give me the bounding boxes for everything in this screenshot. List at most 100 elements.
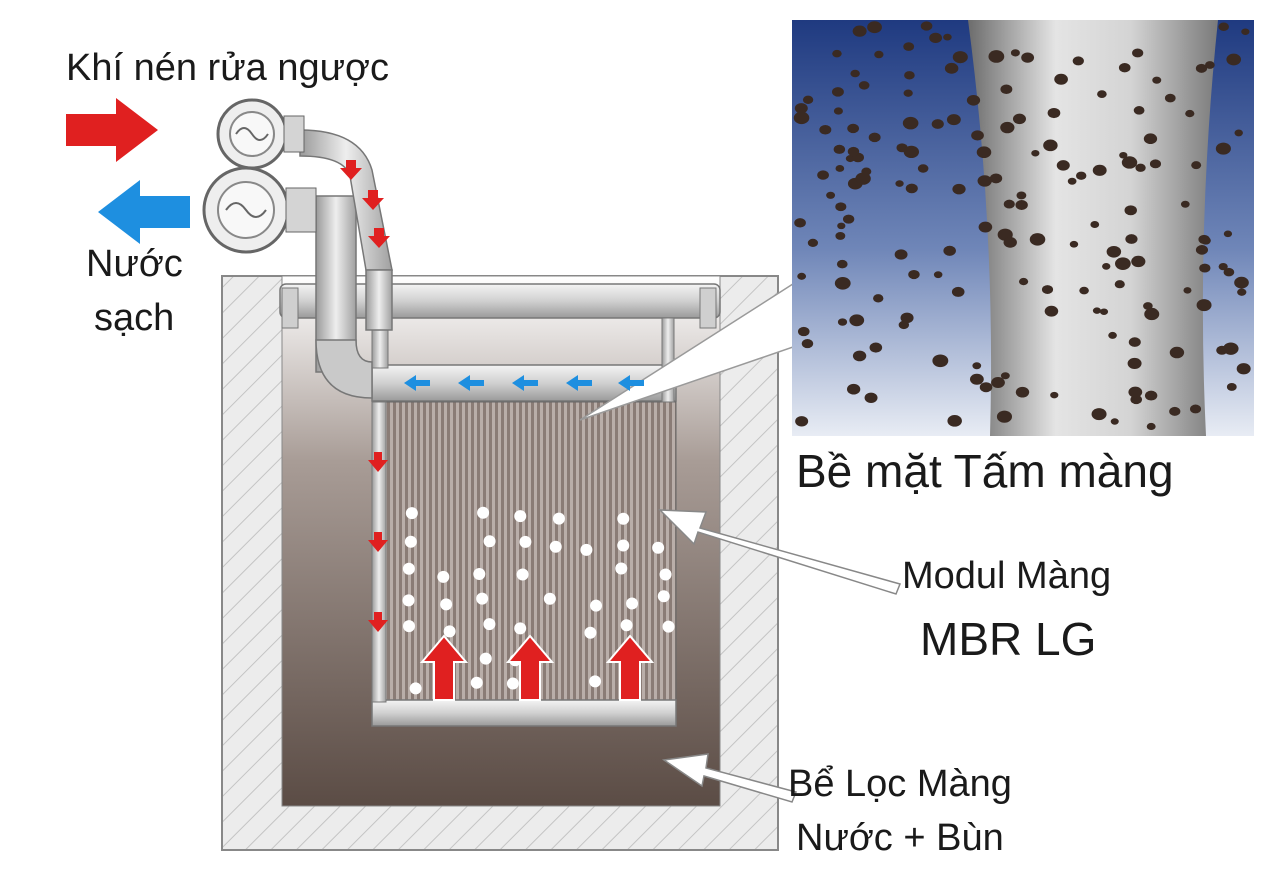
sludge-particle: [835, 231, 846, 240]
sludge-particle: [1234, 129, 1243, 137]
sludge-particle: [1003, 199, 1015, 209]
sludge-particle: [905, 183, 918, 194]
sludge-particle: [1218, 22, 1229, 31]
sludge-particle: [1169, 346, 1185, 359]
sludge-particle: [943, 33, 952, 41]
sludge-particle: [1015, 386, 1030, 398]
sludge-particle: [1183, 287, 1192, 294]
sludge-particle: [847, 146, 860, 157]
bubble-icon: [617, 512, 630, 525]
bubble-icon: [662, 620, 675, 633]
sludge-particle: [1195, 63, 1208, 73]
sludge-particle: [1102, 263, 1111, 270]
sludge-particle: [1215, 142, 1231, 155]
sludge-particle: [1021, 52, 1035, 63]
sludge-particle: [989, 173, 1003, 184]
sludge-particle: [1199, 263, 1211, 273]
tank-label-line2: Nước + Bùn: [796, 817, 1004, 859]
bubble-icon: [580, 543, 593, 556]
sludge-particle: [849, 314, 865, 327]
bubble-icon: [402, 594, 415, 607]
sludge-particle: [797, 272, 807, 280]
sludge-particle: [837, 318, 848, 326]
sludge-particle: [943, 245, 956, 256]
bubble-icon: [589, 675, 602, 688]
bubble-icon: [440, 598, 453, 611]
sludge-particle: [1164, 93, 1176, 103]
bubble-icon: [404, 535, 417, 548]
sludge-particle: [832, 49, 842, 58]
sludge-particle: [833, 144, 846, 154]
bubble-icon: [437, 570, 450, 583]
sludge-particle: [988, 50, 1005, 63]
sludge-particle: [900, 312, 914, 324]
sludge-particle: [1191, 161, 1202, 170]
sludge-particle: [929, 32, 943, 44]
sludge-particle: [793, 111, 810, 125]
bubble-icon: [543, 592, 556, 605]
permeate-flow-arrows: [404, 375, 644, 391]
sludge-particle: [946, 114, 961, 126]
sludge-particle: [903, 42, 915, 51]
sludge-particle: [903, 89, 913, 97]
sludge-particle: [996, 410, 1012, 423]
sludge-particle: [895, 180, 904, 187]
bubble-icon: [552, 512, 565, 525]
sludge-particle: [867, 21, 882, 34]
valve-icon: [216, 98, 305, 170]
sludge-particle: [1185, 109, 1195, 118]
bubble-icon: [514, 622, 527, 635]
bubble-icon: [477, 506, 490, 519]
sludge-particle: [869, 342, 883, 353]
sludge-particle: [1092, 307, 1101, 314]
bubble-icon: [403, 620, 416, 633]
bubble-icon: [549, 540, 562, 553]
sludge-particle: [837, 222, 846, 230]
sludge-particle: [1180, 200, 1190, 208]
sludge-particle: [1047, 107, 1061, 119]
bubble-icon: [483, 535, 496, 548]
sludge-particle: [801, 339, 814, 349]
sludge-particle: [966, 94, 981, 106]
sludge-particle: [1067, 177, 1077, 185]
bubble-icon: [615, 562, 628, 575]
sludge-particle: [1003, 237, 1017, 248]
sludge-particle: [1012, 113, 1026, 125]
sludge-particle: [1200, 236, 1211, 245]
sludge-particle: [976, 146, 992, 159]
sludge-particle: [971, 130, 984, 141]
sludge-particle: [1010, 49, 1020, 57]
bubble-icon: [584, 626, 597, 639]
tank-label-line1: Bể Lọc Màng: [788, 763, 1012, 805]
sludge-particle: [904, 71, 915, 80]
sludge-particle: [834, 276, 851, 290]
air-up-arrow-icon: [605, 634, 655, 701]
air-up-arrow-icon: [505, 634, 555, 701]
bubble-icon: [409, 682, 422, 695]
sludge-particle: [1143, 133, 1158, 145]
sludge-particle: [861, 167, 872, 176]
sludge-particle: [1108, 331, 1117, 339]
sludge-particle: [795, 416, 809, 427]
sludge-particle: [819, 124, 832, 135]
sludge-particle: [1226, 53, 1242, 66]
sludge-particle: [969, 373, 984, 385]
sludge-particle: [978, 221, 993, 233]
sludge-particle: [1169, 406, 1181, 416]
sludge-particle: [1237, 288, 1247, 296]
sludge-particle: [1043, 139, 1058, 152]
sludge-particle: [931, 119, 944, 129]
bubble-icon: [519, 535, 532, 548]
sludge-particle: [868, 132, 881, 143]
pointer-arrows: [658, 509, 902, 803]
sludge-particle: [794, 218, 806, 228]
sludge-particle: [1223, 267, 1235, 277]
clean-water-pipe: [315, 195, 373, 399]
sludge-particle: [1132, 48, 1144, 58]
sludge-particle: [1018, 277, 1029, 286]
sludge-particle: [1135, 163, 1146, 172]
sludge-particle: [1069, 240, 1079, 248]
sludge-particle: [1223, 230, 1233, 238]
